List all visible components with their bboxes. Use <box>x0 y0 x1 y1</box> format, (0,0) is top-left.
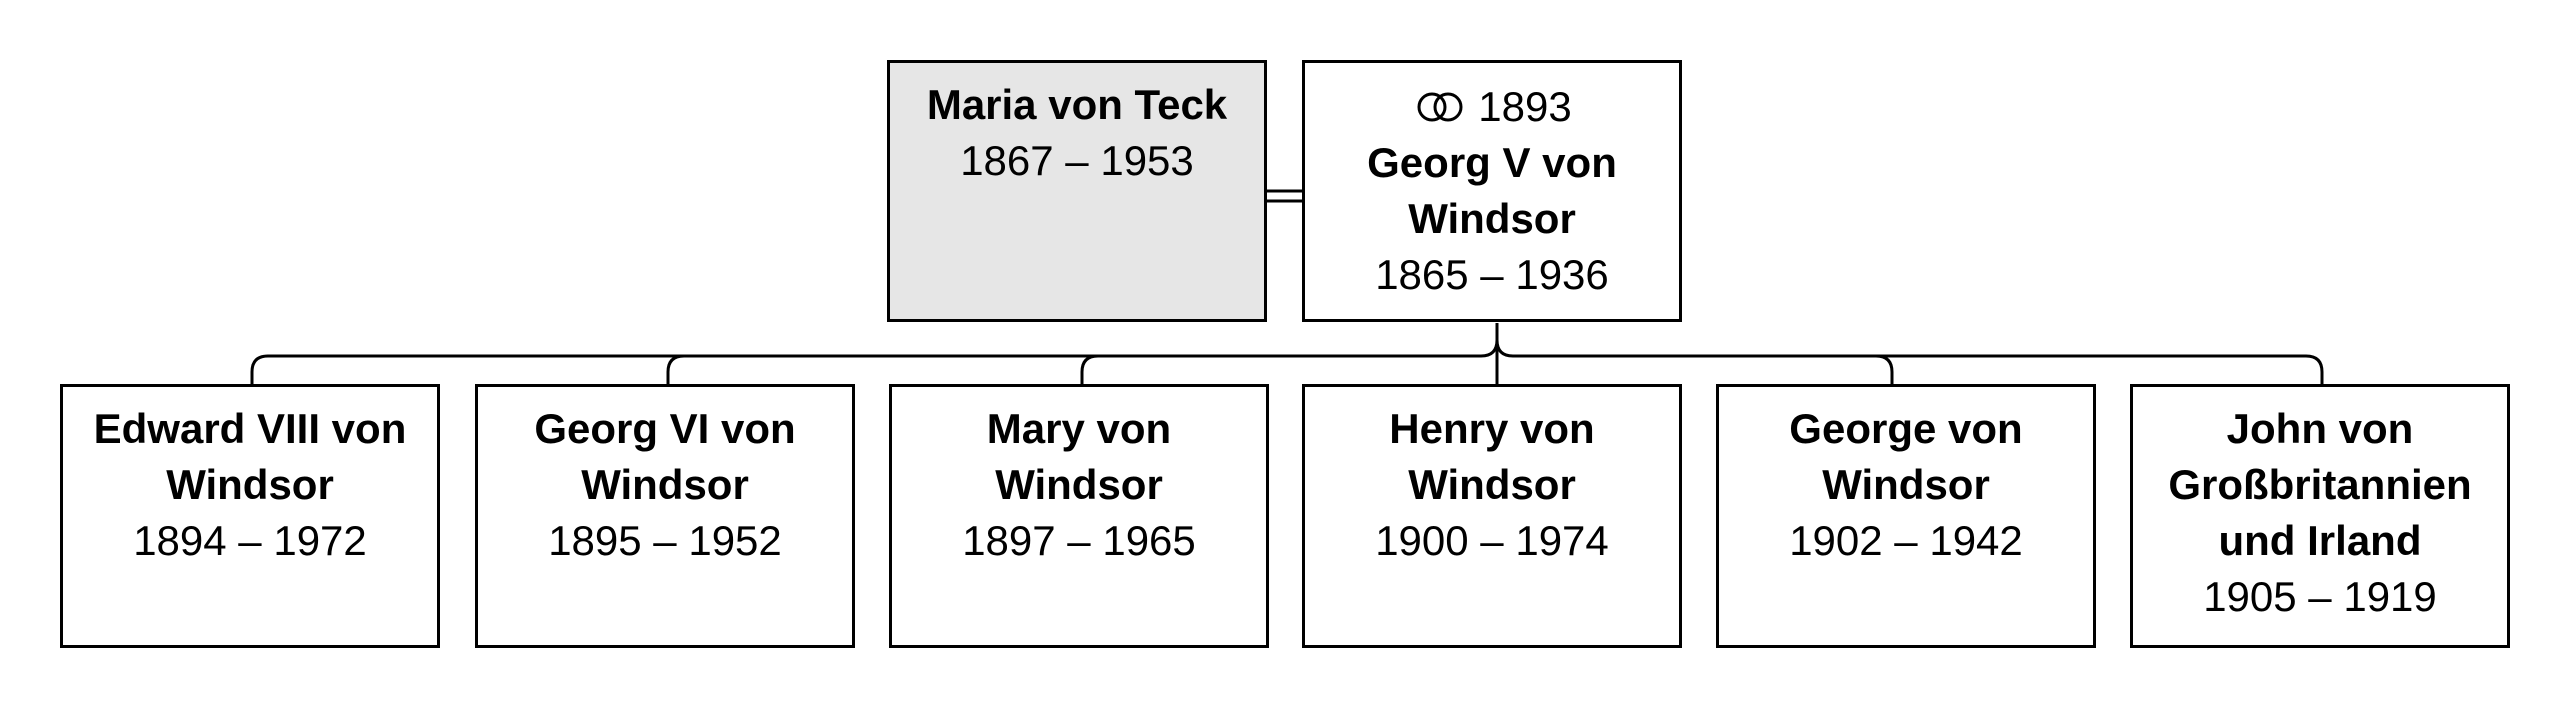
child-box-georg: Georg VI von Windsor 1895 – 1952 <box>475 384 855 648</box>
child-box-edward: Edward VIII von Windsor 1894 – 1972 <box>60 384 440 648</box>
spouse-years: 1867 – 1953 <box>960 137 1194 184</box>
child-box-john: John von Großbritannien und Irland 1905 … <box>2130 384 2510 648</box>
child-name-line2: Windsor <box>166 461 334 508</box>
main-person-box: 1893 Georg V von Windsor 1865 – 1936 <box>1302 60 1682 322</box>
child-years: 1895 – 1952 <box>548 517 782 564</box>
sibling-bar <box>250 339 2324 386</box>
spouse-box: Maria von Teck 1867 – 1953 <box>887 60 1267 322</box>
spouse-name: Maria von Teck <box>926 81 1228 128</box>
child-name-line1: John von <box>2226 405 2414 452</box>
child-name-line2: Windsor <box>581 461 749 508</box>
child-box-henry: Henry von Windsor 1900 – 1974 <box>1302 384 1682 648</box>
child-box-mary: Mary von Windsor 1897 – 1965 <box>889 384 1269 648</box>
marriage-year: 1893 <box>1478 83 1572 130</box>
child-name-line2: Windsor <box>1408 461 1576 508</box>
rings-icon <box>1417 92 1463 122</box>
child-name-line1: Mary von <box>986 405 1172 452</box>
child-years: 1894 – 1972 <box>133 517 367 564</box>
child-years: 1902 – 1942 <box>1789 517 2023 564</box>
child-name-line2: Windsor <box>1822 461 1990 508</box>
child-years: 1905 – 1919 <box>2203 573 2437 620</box>
child-years: 1897 – 1965 <box>962 517 1196 564</box>
child-years: 1900 – 1974 <box>1375 517 1609 564</box>
child-name-line3: und Irland <box>2218 517 2422 564</box>
child-box-george: George von Windsor 1902 – 1942 <box>1716 384 2096 648</box>
child-name-line2: Windsor <box>995 461 1163 508</box>
main-person-name-line1: Georg V von <box>1367 139 1617 186</box>
child-name-line1: Henry von <box>1389 405 1595 452</box>
child-name-line1: George von <box>1789 405 2023 452</box>
main-person-name-line2: Windsor <box>1408 195 1576 242</box>
child-name-line1: Edward VIII von <box>93 405 407 452</box>
marriage-info: 1893 <box>1412 79 1572 135</box>
main-person-years: 1865 – 1936 <box>1375 251 1609 298</box>
child-name-line2: Großbritannien <box>2168 461 2472 508</box>
child-name-line1: Georg VI von <box>534 405 796 452</box>
